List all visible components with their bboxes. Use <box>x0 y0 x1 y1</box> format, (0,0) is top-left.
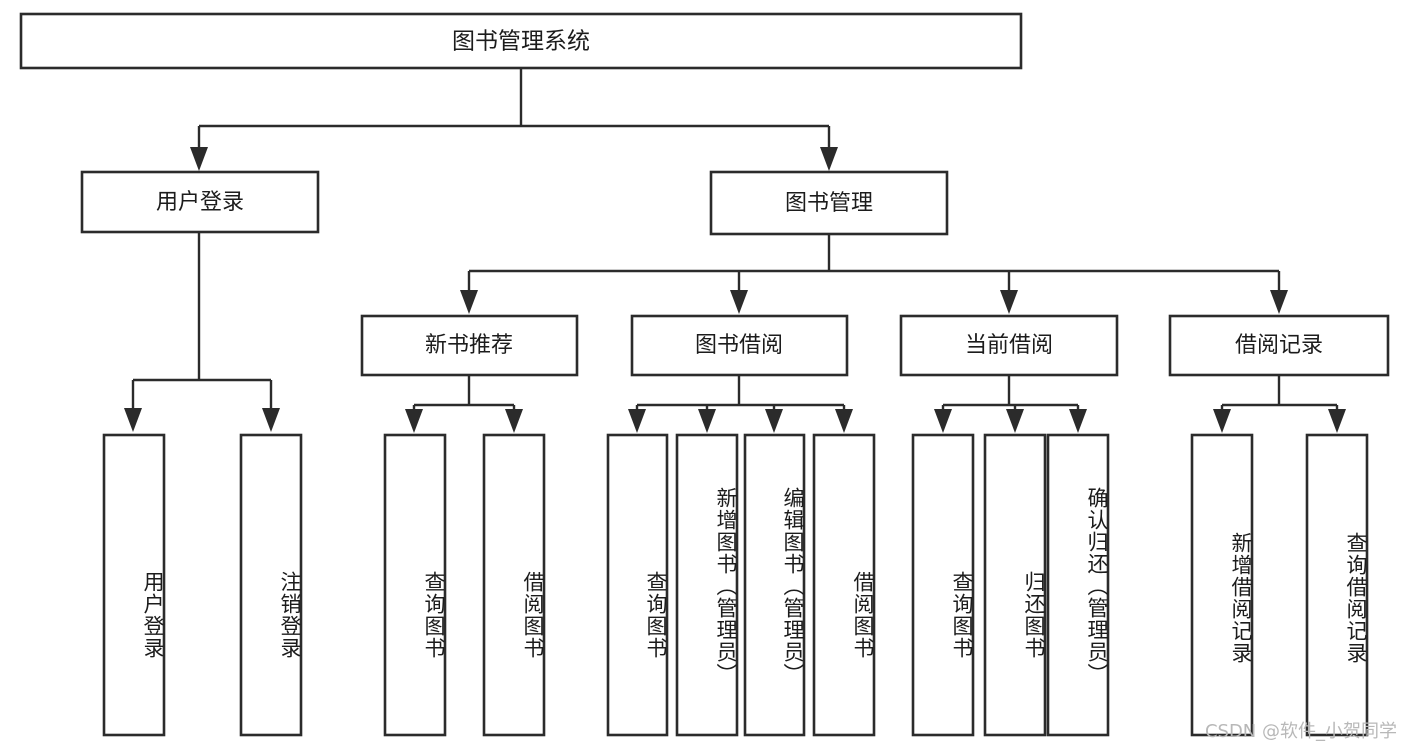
leaf-box-confirm-return[interactable] <box>1046 433 1110 737</box>
leaf-box-return-book[interactable] <box>983 433 1047 737</box>
node-root-label: 图书管理系统 <box>452 29 590 55</box>
leaf-box-borrow-book-1[interactable] <box>482 433 546 737</box>
node-book-borrow[interactable]: 图书借阅 <box>630 314 849 377</box>
node-book-manage-label: 图书管理 <box>785 191 873 216</box>
leaf-box-borrow-book-2[interactable] <box>812 433 876 737</box>
node-borrow-record[interactable]: 借阅记录 <box>1168 314 1390 377</box>
node-new-book-recommend-box[interactable] <box>360 314 579 377</box>
node-current-borrow-box[interactable] <box>899 314 1119 377</box>
node-borrow-record-box[interactable] <box>1168 314 1390 377</box>
node-root[interactable]: 图书管理系统 <box>19 12 1023 70</box>
node-book-manage-box[interactable] <box>709 170 949 236</box>
csdn-watermark: CSDN @软件_小贺同学 <box>1204 721 1397 742</box>
leaf-box-logout-login[interactable] <box>239 433 303 737</box>
leaf-box-user-login[interactable] <box>102 433 166 737</box>
arrow-to-leaf-query-record <box>1328 409 1346 433</box>
arrow-to-book-manage <box>820 147 838 171</box>
node-book-borrow-label: 图书借阅 <box>695 333 783 358</box>
leaf-boxes <box>102 433 1369 737</box>
arrow-to-leaf-borrow-book-1 <box>505 409 523 433</box>
leaf-box-add-record[interactable] <box>1190 433 1254 737</box>
leaf-box-query-book-1[interactable] <box>383 433 447 737</box>
arrow-to-leaf-query-book-1 <box>405 409 423 433</box>
leaf-box-query-record[interactable] <box>1305 433 1369 737</box>
node-current-borrow-label: 当前借阅 <box>965 333 1053 358</box>
arrow-to-book-borrow <box>730 290 748 314</box>
connector-layer <box>124 68 1346 433</box>
arrow-to-leaf-return-book <box>1006 409 1024 433</box>
node-user-login-box[interactable] <box>80 170 320 234</box>
node-root-box[interactable] <box>19 12 1023 70</box>
arrow-to-leaf-user-login <box>124 408 142 432</box>
arrow-to-new-book-recommend <box>460 290 478 314</box>
arrow-to-leaf-borrow-book-2 <box>835 409 853 433</box>
node-borrow-record-label: 借阅记录 <box>1235 333 1323 358</box>
arrow-to-borrow-record <box>1270 290 1288 314</box>
arrow-to-leaf-confirm-return <box>1069 409 1087 433</box>
node-user-login-label: 用户登录 <box>156 190 244 215</box>
leaf-box-query-book-2[interactable] <box>606 433 669 737</box>
leaf-box-add-book[interactable] <box>675 433 739 737</box>
arrow-to-leaf-query-book-2 <box>628 409 646 433</box>
arrow-to-leaf-edit-book <box>765 409 783 433</box>
node-book-borrow-box[interactable] <box>630 314 849 377</box>
arrow-to-current-borrow <box>1000 290 1018 314</box>
node-user-login[interactable]: 用户登录 <box>80 170 320 234</box>
node-new-book-recommend-label: 新书推荐 <box>425 333 513 358</box>
arrow-to-leaf-add-book <box>698 409 716 433</box>
node-current-borrow[interactable]: 当前借阅 <box>899 314 1119 377</box>
arrow-to-user-login <box>190 147 208 171</box>
node-new-book-recommend[interactable]: 新书推荐 <box>360 314 579 377</box>
leaf-box-edit-book[interactable] <box>743 433 806 737</box>
arrow-to-leaf-logout-login <box>262 408 280 432</box>
node-book-manage[interactable]: 图书管理 <box>709 170 949 236</box>
arrow-to-leaf-query-book-3 <box>934 409 952 433</box>
arrow-to-leaf-add-record <box>1213 409 1231 433</box>
leaf-box-query-book-3[interactable] <box>911 433 975 737</box>
